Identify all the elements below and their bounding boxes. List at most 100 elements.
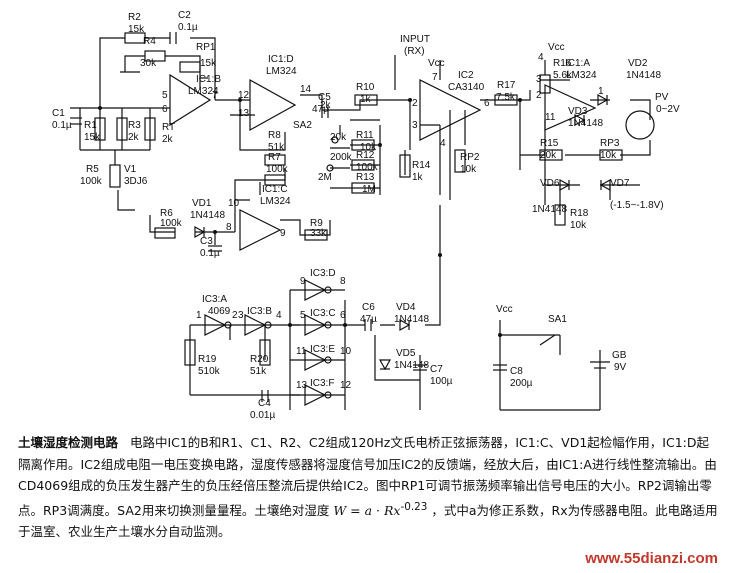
label-r6: R6 <box>160 208 173 219</box>
label-p3b: 3 <box>536 74 542 85</box>
components <box>70 32 655 406</box>
label-p12: 12 <box>238 90 250 101</box>
label-r12: R12 <box>356 150 375 161</box>
label-ic1c: IC1:C <box>262 184 288 195</box>
label-r17: R17 <box>497 80 516 91</box>
label-q5: 5 <box>300 310 306 321</box>
label-ic1ct: LM324 <box>260 196 291 207</box>
label-r18v: 10k <box>570 220 587 231</box>
label-r15: R15 <box>540 138 559 149</box>
label-rp3v: 10k <box>600 150 617 161</box>
label-r13v: 1M <box>362 184 376 195</box>
label-c6v: 47µ <box>360 314 377 325</box>
label-ic2t: CA3140 <box>448 82 485 93</box>
label-rp3: RP3 <box>600 138 620 149</box>
label-p5a: 5 <box>162 90 168 101</box>
label-vr: (-1.5~-1.8V) <box>610 200 664 211</box>
label-vd4: VD4 <box>396 302 416 313</box>
label-q3: 3 <box>238 310 244 321</box>
label-p8: 8 <box>226 222 232 233</box>
label-p6a: 6 <box>162 104 168 115</box>
label-r19: R19 <box>198 354 217 365</box>
label-c2v: 0.1µ <box>178 22 198 33</box>
label-q6: 6 <box>340 310 346 321</box>
label-r10v: 1k <box>360 94 372 105</box>
label-r6v: 100k <box>160 218 183 229</box>
label-input: INPUT <box>400 34 430 45</box>
caption-title: 土壤湿度检测电路 <box>18 435 119 450</box>
label-vd2: VD2 <box>628 58 648 69</box>
label-r7v: 100k <box>266 164 289 175</box>
label-c8v: 200µ <box>510 378 533 389</box>
label-s20k: 20k <box>330 132 347 143</box>
label-ic1bt: LM324 <box>188 86 219 97</box>
label-s2k: 2k <box>320 100 332 111</box>
formula-exponent: -0.23 <box>400 500 428 513</box>
label-c3v: 0.1µ <box>200 248 220 259</box>
description-caption: 土壤湿度检测电路 电路中IC1的B和R1、C1、R2、C2组成120Hz文氏电桥… <box>18 432 718 543</box>
label-vd3: VD3 <box>568 106 588 117</box>
label-q10: 10 <box>340 346 352 357</box>
label-sa2: SA2 <box>293 120 312 131</box>
label-rp1v: 15k <box>200 58 217 69</box>
label-ic1d: IC1:D <box>268 54 294 65</box>
label-r18: R18 <box>570 208 589 219</box>
label-r16v: 5.6k <box>553 70 573 81</box>
label-c3: C3 <box>200 236 213 247</box>
label-vd1t: 1N4148 <box>190 210 225 221</box>
label-ic3at: 4069 <box>208 306 231 317</box>
label-r3: R3 <box>128 120 141 131</box>
label-vd5: VD5 <box>396 348 416 359</box>
label-r13: R13 <box>356 172 375 183</box>
label-sa1: SA1 <box>548 314 567 325</box>
label-r12v: 100k <box>356 162 379 173</box>
label-p2b: 2 <box>536 90 542 101</box>
label-q13: 13 <box>296 380 308 391</box>
label-vcc2: Vcc <box>548 42 565 53</box>
label-r20v: 51k <box>250 366 267 377</box>
label-c2: C2 <box>178 10 191 21</box>
label-p1a: 1 <box>598 86 604 97</box>
label-gb: GB <box>612 350 627 361</box>
label-rt: RT <box>162 122 175 133</box>
label-ic3c: IC3:C <box>310 308 336 319</box>
label-q1: 1 <box>196 310 202 321</box>
label-vd4t: 1N4148 <box>394 314 429 325</box>
site-watermark: www.55dianzi.com <box>585 550 718 567</box>
label-rp1: RP1 <box>196 42 216 53</box>
label-vd7: VD7 <box>610 178 630 189</box>
label-vd5t: 1N4148 <box>394 360 429 371</box>
label-c7v: 100µ <box>430 376 453 387</box>
label-c1: C1 <box>52 108 65 119</box>
label-vd6: VD6 <box>540 178 560 189</box>
label-r4: R4 <box>143 36 156 47</box>
label-c4v: 0.01µ <box>250 410 275 421</box>
label-v1t: 3DJ6 <box>124 176 148 187</box>
label-q2: 2 <box>232 310 238 321</box>
formula: W = a · Rx <box>333 502 401 518</box>
component-labels: R215kC20.1µR430kRP115kIC1:BLM324IC1:DLM3… <box>52 10 680 421</box>
label-vd2t: 1N4148 <box>626 70 661 81</box>
label-r17v: 7.5k <box>496 92 516 103</box>
label-vd3t: 1N4148 <box>568 118 603 129</box>
label-ic1dt: LM324 <box>266 66 297 77</box>
label-r11v: 10k <box>360 142 377 153</box>
label-r3v: 2k <box>128 132 140 143</box>
label-s200k: 200k <box>330 152 353 163</box>
label-c1v: 0.1µ <box>52 120 72 131</box>
label-vd1: VD1 <box>192 198 212 209</box>
label-q12: 12 <box>340 380 352 391</box>
label-p2a: 2 <box>412 98 418 109</box>
label-ic1a: IC1:A <box>565 58 590 69</box>
label-ic3f: IC3:F <box>310 378 334 389</box>
label-r14v: 1k <box>412 172 424 183</box>
label-ic3a: IC3:A <box>202 294 227 305</box>
label-gbv: 9V <box>614 362 627 373</box>
label-p14: 14 <box>300 84 312 95</box>
label-rp2v: 10k <box>460 164 477 175</box>
label-p7b: 7 <box>432 72 438 83</box>
label-r4v: 30k <box>140 58 157 69</box>
label-q9: 9 <box>300 276 306 287</box>
label-r8: R8 <box>268 130 281 141</box>
label-s2m: 2M <box>318 172 332 183</box>
